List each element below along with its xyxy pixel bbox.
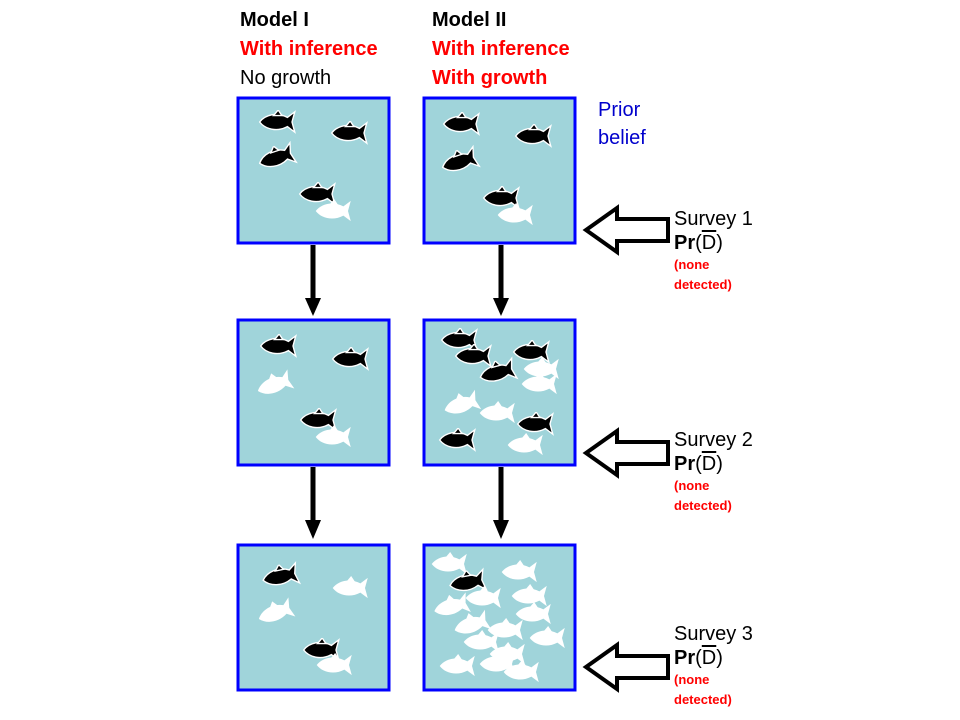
model-1-arrow-1 <box>305 245 321 316</box>
survey-2-name: Survey 2 <box>674 429 753 451</box>
model-2-arrow-1 <box>493 245 509 316</box>
model-2-panel-1 <box>422 96 577 245</box>
model-1-panel-1 <box>236 96 391 245</box>
d-bar-symbol: D <box>701 647 717 669</box>
survey-1-probability: Pr(D) <box>674 232 723 254</box>
model-2-inference-label: With inference <box>432 38 570 60</box>
model-1-panel-3 <box>236 543 391 692</box>
survey-3-arrow-icon <box>582 641 670 693</box>
model-1-header: Model I With inference No growth <box>240 6 378 93</box>
survey-1-arrow-icon <box>582 204 670 256</box>
model-1-title: Model I <box>240 9 309 31</box>
survey-3-probability: Pr(D) <box>674 647 723 669</box>
pr-symbol: Pr <box>674 232 696 254</box>
prior-belief-line-1: Prior <box>598 99 641 121</box>
model-2-arrow-2 <box>493 467 509 539</box>
survey-1-label: Survey 1 Pr(D) (none detected) <box>674 207 804 295</box>
prior-belief-label: Prior belief <box>598 96 646 152</box>
d-bar-symbol: D <box>701 453 717 475</box>
model-2-header: Model II With inference With growth <box>432 6 570 93</box>
d-bar-symbol: D <box>701 232 717 254</box>
model-1-growth-label: No growth <box>240 67 332 89</box>
survey-3-label: Survey 3 Pr(D) (none detected) <box>674 622 804 710</box>
survey-2-note: (none detected) <box>674 478 732 513</box>
model-2-title: Model II <box>432 9 507 31</box>
survey-3-note: (none detected) <box>674 672 732 707</box>
model-1-arrow-2 <box>305 467 321 539</box>
model-2-growth-label: With growth <box>432 67 548 89</box>
survey-3-name: Survey 3 <box>674 623 753 645</box>
survey-1-note: (none detected) <box>674 257 732 292</box>
model-1-inference-label: With inference <box>240 38 378 60</box>
pr-symbol: Pr <box>674 453 696 475</box>
survey-2-label: Survey 2 Pr(D) (none detected) <box>674 428 804 516</box>
survey-2-arrow-icon <box>582 427 670 479</box>
survey-1-name: Survey 1 <box>674 208 753 230</box>
pr-symbol: Pr <box>674 647 696 669</box>
prior-belief-line-2: belief <box>598 127 646 149</box>
model-1-panel-2 <box>236 318 391 467</box>
survey-2-probability: Pr(D) <box>674 453 723 475</box>
